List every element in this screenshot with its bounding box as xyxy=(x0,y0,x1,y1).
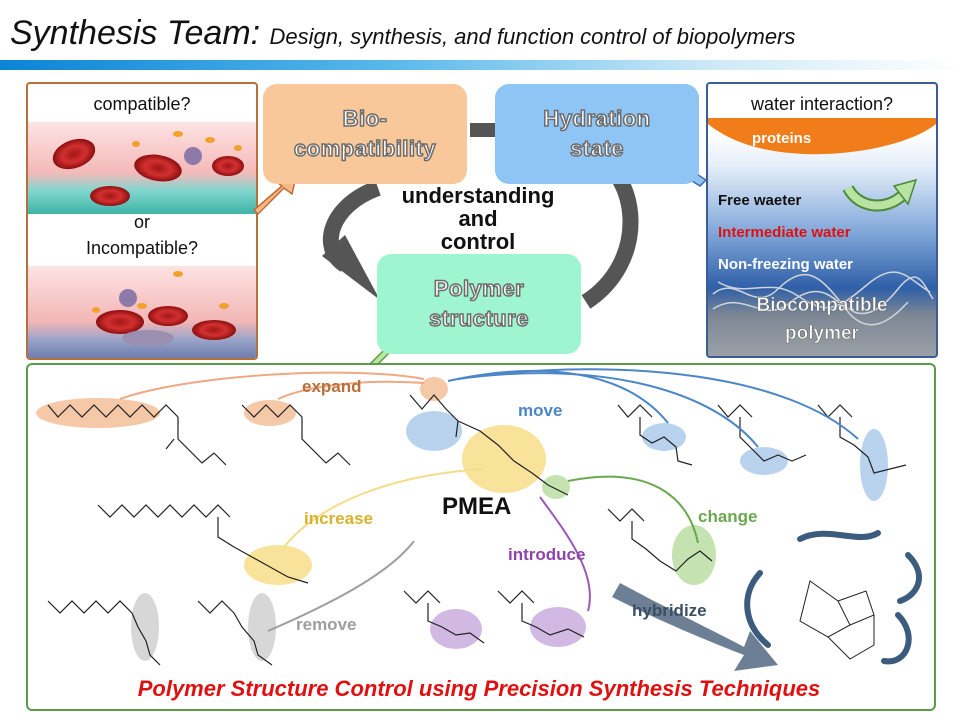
hydration-line1: Hydration xyxy=(543,105,651,132)
title-subtitle: Design, synthesis, and function control … xyxy=(269,24,796,49)
center-line3: control xyxy=(440,229,516,254)
polymer-structure-box: Polymer structure xyxy=(377,254,581,354)
non-freezing-water-label: Non-freezing water xyxy=(718,256,854,273)
biocompatibility-box: Bio-compatibility xyxy=(263,84,467,184)
page-title: Synthesis Team: Design, synthesis, and f… xyxy=(10,14,795,53)
op-expand: expand xyxy=(302,377,362,396)
molecular-bonds xyxy=(47,394,907,666)
biocompatible-polymer-label: Biocompatible polymer xyxy=(708,292,936,348)
proteins-label: proteins xyxy=(752,130,812,147)
footer-caption: Polymer Structure Control using Precisio… xyxy=(137,676,821,701)
water-interaction-label: water interaction? xyxy=(750,94,894,114)
polymer-label-line2: polymer xyxy=(785,323,860,345)
protein-surface-icon xyxy=(708,118,936,155)
or-label: or xyxy=(133,212,150,232)
red-blood-cell-icon xyxy=(52,138,244,206)
circulating-arrow-icon xyxy=(892,178,918,206)
title-underline-bar xyxy=(0,60,960,70)
operation-arrows xyxy=(119,368,859,632)
polymer-line1: Polymer xyxy=(433,275,525,302)
op-move: move xyxy=(518,401,563,420)
polymer-line2: structure xyxy=(428,305,529,332)
adhered-blood-cells-icon xyxy=(96,289,236,346)
center-line1: understanding xyxy=(401,183,555,208)
biocompatibility-line1: Bio- xyxy=(342,105,388,132)
intermediate-water-label: Intermediate water xyxy=(718,224,851,241)
platelet-icon xyxy=(92,131,242,313)
polymer-chain-mesh-icon xyxy=(712,271,934,326)
free-water-label: Free waeter xyxy=(718,192,802,209)
structure-control-panel: expand move increase change introduce re… xyxy=(26,363,936,711)
op-change: change xyxy=(698,507,758,526)
hybridize-arrow-icon xyxy=(612,583,778,671)
blood-compatibility-panel: compatible? or Incompatible? xyxy=(26,82,258,360)
cycle-arrowhead-icon xyxy=(322,235,380,300)
cycle-center-label: understanding and control xyxy=(378,184,578,253)
op-remove: remove xyxy=(296,615,357,634)
chemical-structures-illustration xyxy=(36,368,922,671)
ethylene-oxide-highlight xyxy=(462,425,546,493)
expand-highlight xyxy=(36,398,160,428)
biocompatibility-line2: compatibility xyxy=(293,135,437,162)
polymer-label-line1: Biocompatible xyxy=(756,295,888,317)
hydration-state-box: Hydration state xyxy=(495,84,699,184)
op-hybridize: hybridize xyxy=(632,601,707,620)
compatible-label: compatible? xyxy=(93,94,191,114)
incompatible-label: Incompatible? xyxy=(85,238,199,258)
water-interaction-panel: water interaction? proteins Free waeter … xyxy=(706,82,938,358)
op-introduce: introduce xyxy=(508,545,586,564)
blood-cells-illustration xyxy=(28,122,256,358)
pmea-label: PMEA xyxy=(442,493,512,520)
silsesquioxane-cage-icon xyxy=(799,580,875,660)
op-increase: increase xyxy=(304,509,373,528)
hybrid-polymer-chains-icon xyxy=(744,530,922,665)
hydration-line2: state xyxy=(569,135,624,162)
white-blood-cell-icon xyxy=(184,147,202,165)
water-layers-illustration xyxy=(708,118,936,326)
carbonyl-highlight xyxy=(406,411,462,451)
title-main-text: Synthesis Team: xyxy=(10,14,261,52)
center-line2: and xyxy=(458,206,498,231)
